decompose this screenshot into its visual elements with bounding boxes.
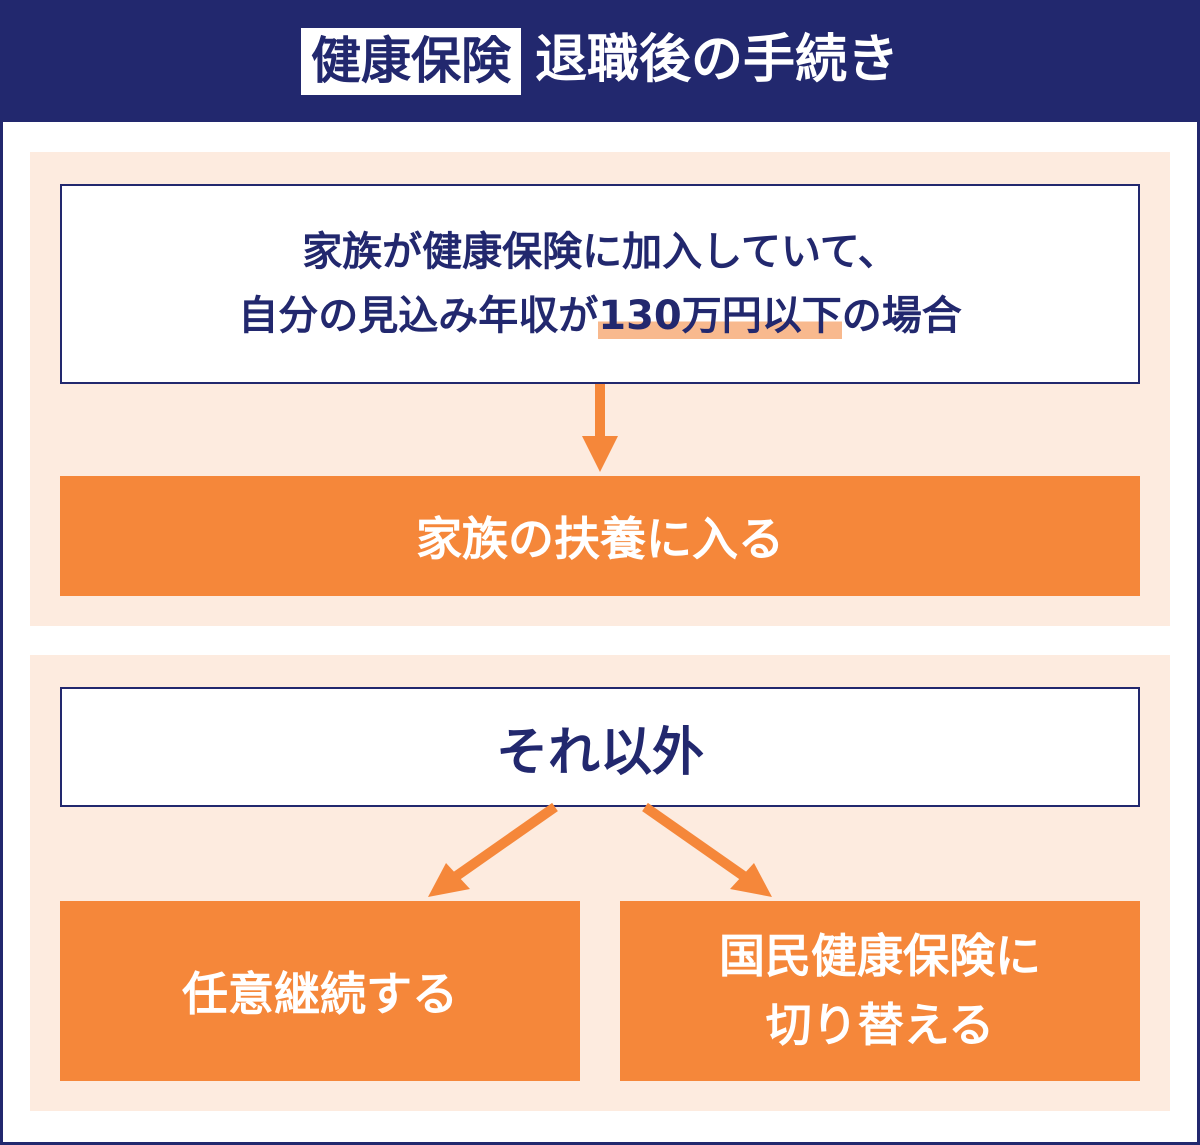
income-threshold-highlight: 130万円以下	[598, 293, 842, 339]
header-title: 退職後の手続き	[534, 30, 899, 91]
arrow-left-shaft	[452, 802, 558, 882]
header-badge: 健康保険	[300, 27, 521, 95]
result-right-line-1: 国民健康保険に	[719, 929, 1041, 983]
condition-line-1: 家族が健康保険に加入していて、	[302, 229, 898, 275]
branch-arrows-icon	[428, 802, 772, 897]
condition-line-2: 自分の見込み年収が130万円以下の場合	[238, 284, 962, 348]
arrow-right-shaft	[642, 802, 748, 882]
condition-box-family: 家族が健康保険に加入していて、 自分の見込み年収が130万円以下の場合	[60, 184, 1140, 384]
condition-line-2-post: の場合	[841, 293, 962, 339]
arrow-down-head	[582, 436, 618, 472]
section-family-dependent: 家族が健康保険に加入していて、 自分の見込み年収が130万円以下の場合 家族の扶…	[30, 152, 1170, 626]
condition-box-otherwise: それ以外	[60, 687, 1140, 807]
arrow-down-icon	[582, 384, 618, 472]
condition-line-2-pre: 自分の見込み年収が	[238, 293, 599, 339]
header-bar: 健康保険 退職後の手続き	[0, 0, 1200, 122]
section-otherwise: それ以外 任意継続する 国民健康保険に 切り替える	[30, 655, 1170, 1111]
result-box-dependent: 家族の扶養に入る	[60, 476, 1140, 596]
result-right-line-2: 切り替える	[765, 998, 995, 1052]
header-title-group: 健康保険 退職後の手続き	[300, 27, 899, 95]
result-box-national-insurance: 国民健康保険に 切り替える	[620, 901, 1140, 1081]
arrow-left-head	[428, 863, 470, 897]
arrow-right-head	[730, 863, 772, 897]
result-box-voluntary-continuation: 任意継続する	[60, 901, 580, 1081]
